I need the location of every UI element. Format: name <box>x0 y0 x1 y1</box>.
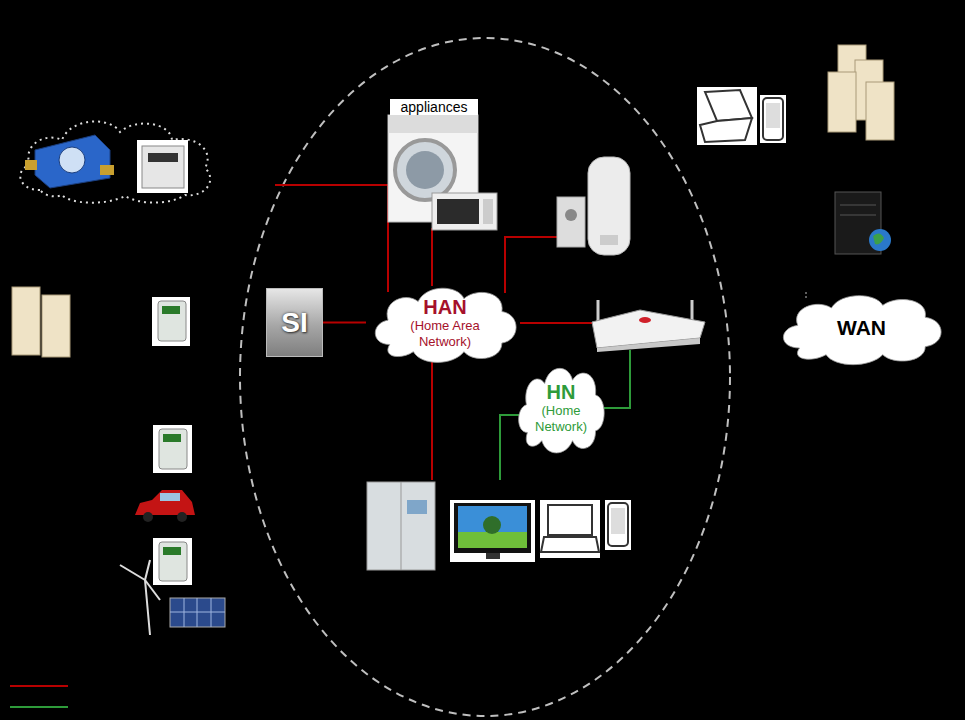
node-text-group: WAN <box>837 316 886 340</box>
node-text-group: HAN(Home Area Network) <box>406 296 485 350</box>
node-text-group: HN(Home Network) <box>535 381 587 435</box>
node-subtitle: (Home Area Network) <box>406 318 485 350</box>
node-subtitle: (Home Network) <box>535 403 587 435</box>
node-title: SI <box>281 307 307 339</box>
han-link <box>323 322 366 324</box>
network-cloud: WAN <box>773 288 950 368</box>
node-title: WAN <box>837 316 886 340</box>
node-text-group: SI <box>281 307 307 339</box>
node-title: HN <box>547 381 576 403</box>
network-cloud: HN(Home Network) <box>513 359 609 457</box>
network-cloud: HAN(Home Area Network) <box>366 280 524 366</box>
node-title: HAN <box>423 296 466 318</box>
group-label: appliances <box>390 99 478 115</box>
system-box: SI <box>266 288 323 357</box>
